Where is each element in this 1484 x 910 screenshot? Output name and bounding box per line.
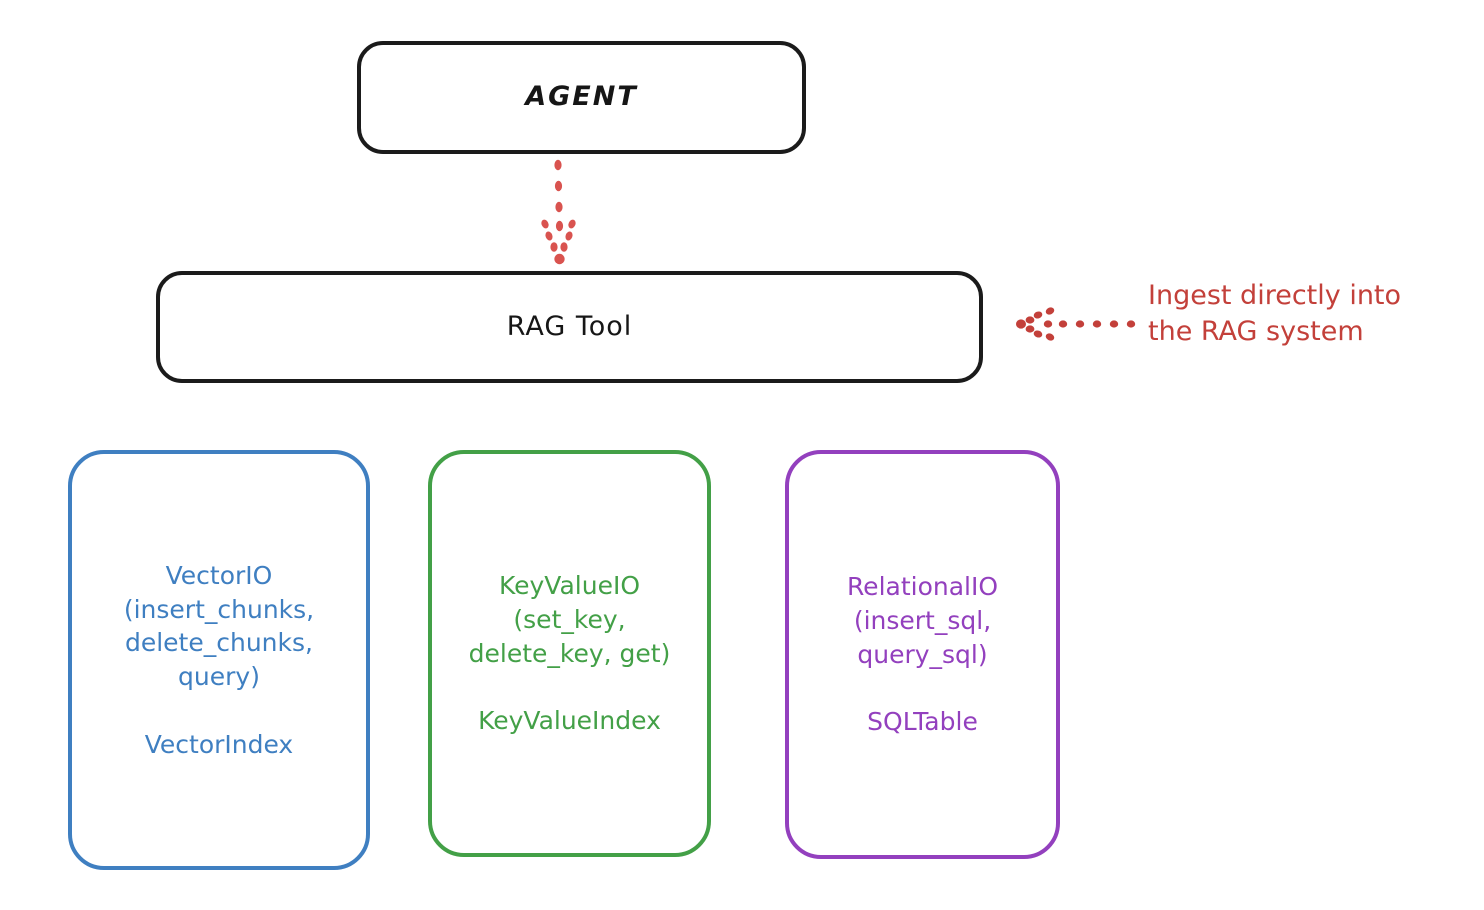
relational-io-node[interactable]: RelationalIO (insert_sql, query_sql) SQL… [785, 450, 1060, 859]
ingest-annotation-label: Ingest directly into the RAG system [1148, 280, 1402, 348]
ingest-to-rag-tool-arrow [1016, 307, 1136, 341]
relational-io-node-label: RelationalIO (insert_sql, query_sql) SQL… [846, 572, 999, 737]
rag-tool-node[interactable]: RAG Tool [156, 271, 983, 383]
key-value-io-node-label: KeyValueIO (set_key, delete_key, get) Ke… [468, 571, 671, 736]
vector-io-node-label: VectorIO (insert_chunks, delete_chunks, … [123, 560, 315, 759]
vector-io-node[interactable]: VectorIO (insert_chunks, delete_chunks, … [68, 450, 370, 870]
rag-tool-node-label: RAG Tool [506, 310, 633, 342]
key-value-io-node[interactable]: KeyValueIO (set_key, delete_key, get) Ke… [428, 450, 711, 857]
agent-to-rag-tool-arrow [541, 159, 576, 265]
agent-node[interactable]: AGENT [357, 41, 806, 154]
agent-node-label: AGENT [525, 81, 638, 113]
